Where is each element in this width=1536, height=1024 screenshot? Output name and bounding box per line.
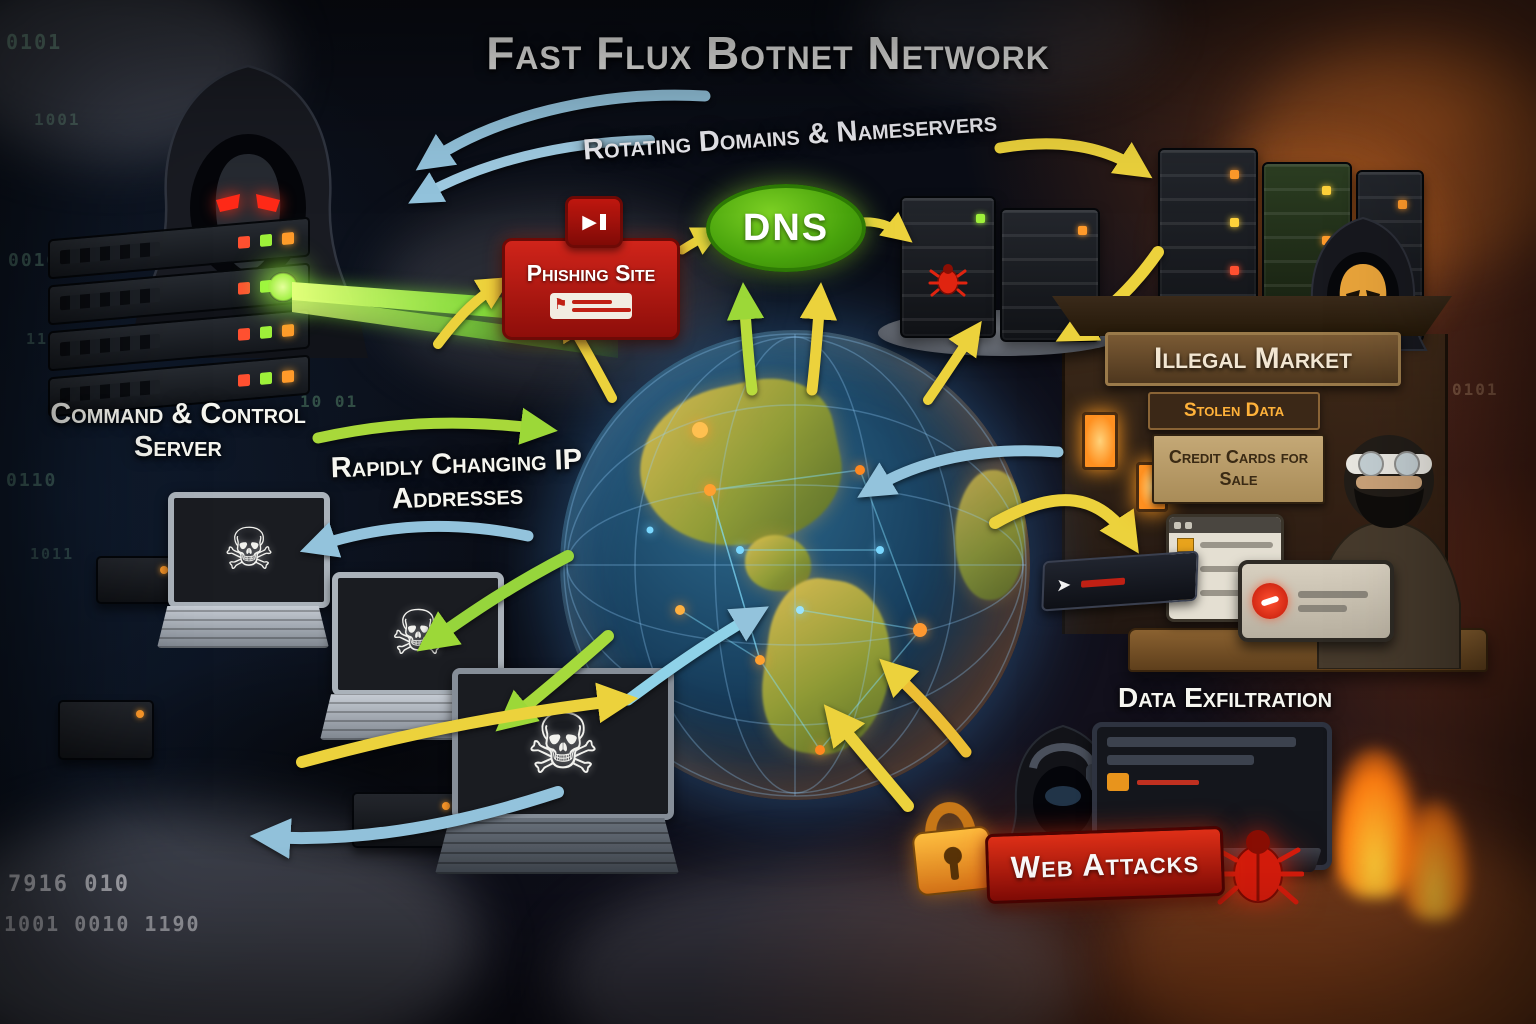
dns-label: DNS [742,206,830,249]
diagram-title: Fast Flux Botnet Network [486,27,1050,79]
alert-row [1107,773,1317,791]
alert-icon [1107,773,1129,791]
card-lines [1298,590,1380,612]
web-attacks-label: Web Attacks [1010,843,1200,886]
glowing-red-eyes-icon [216,194,280,212]
network-device [58,700,154,760]
phishing-flag-icon: ▶ [565,196,623,248]
screen-bar [1107,737,1296,747]
network-device [352,792,460,848]
credit-cards-sign: Credit Cards for Sale [1152,434,1325,504]
card-brand-icon [1252,583,1288,619]
credit-card-tablet [1238,560,1394,642]
illegal-market-sign: Illegal Market [1105,332,1401,386]
lantern-window [1082,412,1118,470]
market-stall-roof [1052,296,1452,336]
infected-laptop: ☠ [435,668,679,874]
binary-code: 0101 [1452,380,1499,399]
cursor-icon: ➤ [1055,574,1072,596]
led-light [1230,266,1239,275]
malware-bug-icon [928,264,968,297]
flame [1400,800,1470,920]
led-light [1230,170,1239,179]
led-light [976,214,985,223]
stolen-data-sign: Stolen Data [1148,392,1320,430]
led-light [1322,236,1331,245]
face-mask-icon [1354,488,1424,528]
skull-icon: ☠ [525,697,601,791]
led-light [1078,226,1087,235]
screen-bar [1107,755,1254,765]
network-device [96,556,178,604]
card-line [1298,604,1348,612]
headphones-icon [1029,743,1097,770]
led-light [1230,218,1239,227]
led-light [1398,200,1407,209]
binary-code: 1011 [30,545,75,563]
laptop-keyboard [435,818,679,874]
panel-titlebar [1169,517,1281,533]
rotating-domains-label: Rotating Domains & Nameservers [582,105,998,167]
phishing-site-label: Phishing Site [526,259,656,286]
binary-code: 0110 [6,470,58,491]
led-light [1322,186,1331,195]
laser-source-glow [268,272,298,302]
binary-code: 1001 0010 1190 [4,912,201,936]
stolen-data-label: Stolen Data [1183,400,1285,421]
network-nodes-cyan [646,526,884,614]
laptop-screen: ☠ [168,492,330,608]
cnc-server-rack [48,216,310,424]
binary-code: 10 01 [300,392,359,411]
skull-icon: ☠ [390,599,446,668]
mail-line [572,299,612,304]
titlebar-dot-icon [1174,521,1181,529]
bug-icon [1212,830,1304,905]
play-icon: ▶ [582,211,597,233]
mail-line [572,307,632,312]
credit-cards-label: Credit Cards for Sale [1168,447,1309,489]
infected-laptop: ☠ [157,492,330,648]
network-nodes [675,422,927,755]
web-attacks-banner: Web Attacks [984,825,1226,905]
dns-node: DNS [706,184,866,272]
illegal-market-label: Illegal Market [1154,342,1352,375]
alert-line [1137,779,1199,785]
binary-code: 0010 [8,250,60,271]
data-exfiltration-label: Data Exfiltration [1118,682,1333,713]
titlebar-dot-icon [1185,521,1192,529]
item-line [1200,542,1273,548]
laptop-screen: ☠ [452,668,674,820]
binary-code: 1001 [34,110,81,129]
card-line [1298,590,1368,598]
command-control-label: Command & Control Server [50,398,306,464]
phishing-email-icon: ⚑ [550,292,632,319]
item-line [1200,590,1273,596]
red-bar [1081,577,1126,588]
skull-icon: ☠ [223,517,275,582]
phishing-site-box: Phishing Site ⚑ [502,238,680,340]
laptop-keyboard [157,606,329,648]
rapidly-changing-ip-label: Rapidly Changing IP Addresses [330,443,583,516]
binary-code: 0101 [6,30,63,54]
flag-icon: ⚑ [554,295,568,313]
item-line [1200,566,1273,572]
